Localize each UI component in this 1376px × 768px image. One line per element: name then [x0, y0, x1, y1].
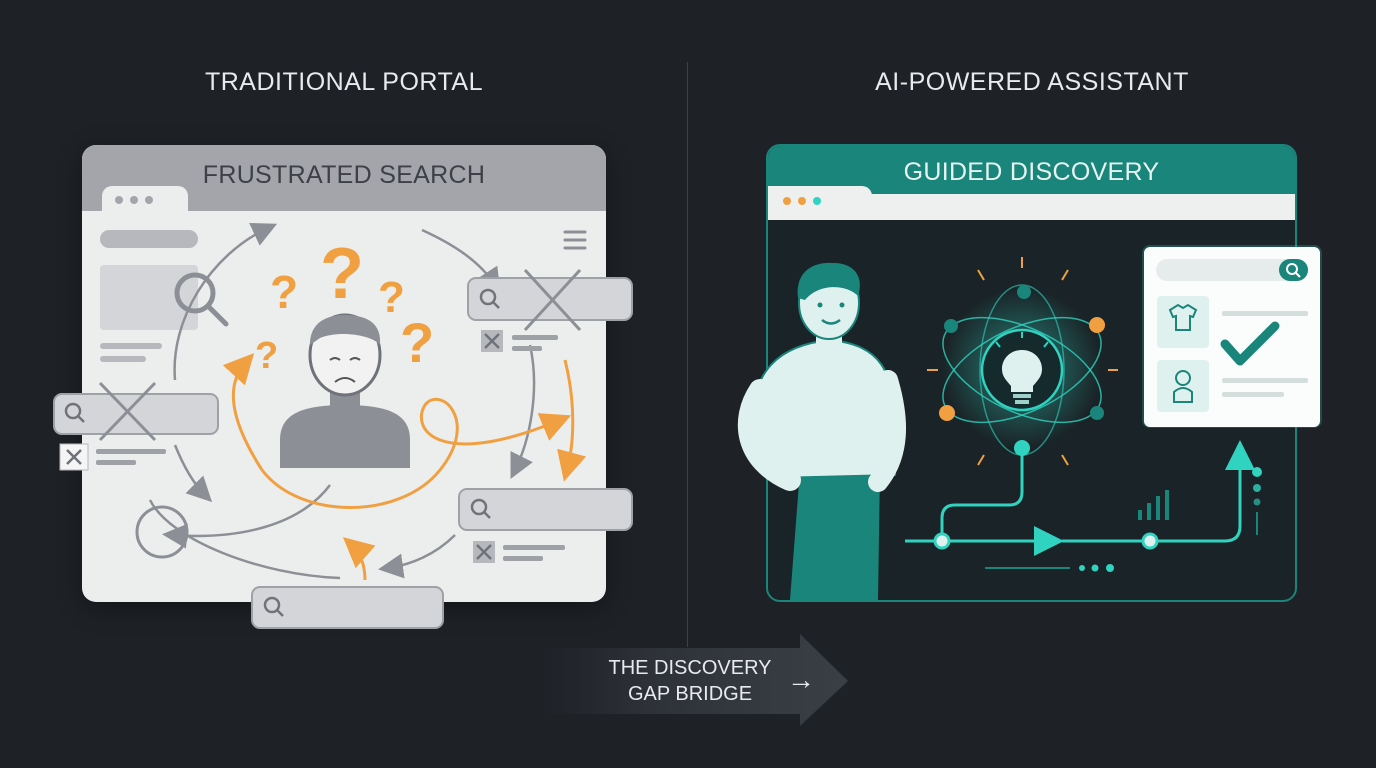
left-placeholder-line [100, 343, 162, 349]
failed-search-box [53, 381, 219, 442]
bridge-arrow-banner [540, 634, 848, 726]
failed-result-row [59, 443, 166, 471]
magnifier-icon [174, 272, 229, 327]
hamburger-menu-icon [563, 230, 587, 250]
center-divider [687, 62, 688, 647]
checkmark-icon [1220, 321, 1280, 366]
svg-text:?: ? [320, 234, 364, 314]
right-heading: AI-POWERED ASSISTANT [875, 68, 1189, 96]
svg-text:?: ? [378, 273, 405, 322]
search-box [251, 586, 444, 629]
left-window-title: FRUSTRATED SEARCH [202, 161, 486, 189]
question-mark-icon: ? ? ? ? ? [255, 234, 434, 377]
failed-result-row [481, 330, 558, 352]
spark-rays [927, 257, 1118, 466]
svg-text:?: ? [270, 266, 298, 318]
orange-loop-arrows [222, 353, 587, 581]
tshirt-icon [1168, 303, 1198, 331]
svg-text:?: ? [400, 311, 434, 374]
right-window-dots [783, 197, 821, 205]
bridge-label: THE DISCOVERY GAP BRIDGE [590, 655, 790, 707]
frustrated-person-icon [280, 313, 410, 468]
bridge-arrow-icon: → [787, 664, 815, 695]
left-window-dots [115, 196, 153, 204]
left-placeholder-bar [100, 230, 198, 248]
person-figure-icon [1173, 370, 1193, 403]
confused-path-arrows [135, 223, 536, 580]
svg-text:?: ? [255, 335, 278, 377]
left-placeholder-line [100, 356, 146, 362]
left-placeholder-image [100, 265, 198, 330]
progress-dots [1252, 467, 1262, 535]
lightbulb-icon [995, 332, 1049, 404]
failed-result-row [473, 541, 565, 563]
flow-nodes [933, 532, 1159, 572]
bridge-label-line1: THE DISCOVERY [608, 657, 772, 679]
guided-flow-path [905, 440, 1255, 556]
left-heading: TRADITIONAL PORTAL [204, 68, 484, 96]
result-card [1142, 245, 1322, 428]
right-window-title: GUIDED DISCOVERY [903, 158, 1160, 186]
growth-bars-icon [1138, 490, 1169, 520]
bridge-label-line2: GAP BRIDGE [627, 683, 753, 705]
failed-search-box [467, 268, 633, 332]
confident-person-icon [737, 262, 906, 600]
search-box [458, 488, 633, 531]
